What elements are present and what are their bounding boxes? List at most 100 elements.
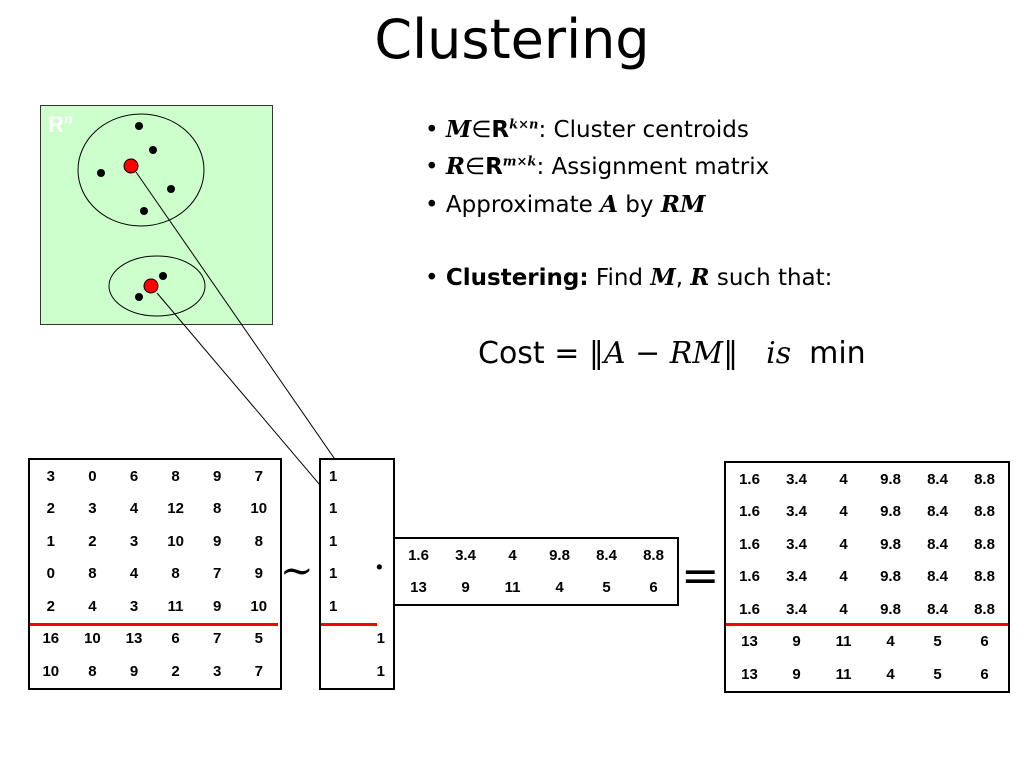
matrix-cell: 8.8 [643,546,664,564]
matrix-cell: 4 [886,633,895,651]
set-r: R [491,117,510,143]
separator-line-a [30,623,278,626]
matrix-cell: 2 [46,500,55,518]
matrix-cell: 9.8 [880,568,901,586]
matrix-cell: 9 [792,665,801,683]
separator-line-r [321,623,377,626]
matrix-cell: 4 [88,597,97,615]
matrix-cell: 1 [376,662,385,680]
slide-title: Clustering [374,8,650,71]
matrix-cell: 1 [329,565,338,583]
matrix-cell: 8.4 [927,470,948,488]
matrix-cell: 4 [839,568,848,586]
matrix-cell: 0 [46,565,55,583]
symbol-m: M [445,116,472,143]
matrix-cell: 1 [329,467,338,485]
matrix-cell: 1.6 [739,535,760,553]
matrix-cell: 13 [410,579,427,597]
matrix-cell: 9.8 [880,600,901,618]
matrix-cell: 12 [167,500,184,518]
matrix-cell: 13 [741,633,758,651]
approx-symbol: ~ [280,548,314,594]
matrix-cell: 2 [88,532,97,550]
bullet-approximate: • Approximate A by RM [425,191,706,218]
matrix-cell: 9.8 [880,503,901,521]
matrix-cell: 1.6 [739,503,760,521]
matrix-cell: 11 [167,597,184,615]
matrix-cell: 3.4 [786,535,807,553]
matrix-cell: 0 [88,467,97,485]
matrix-cell: 10 [84,630,101,648]
matrix-cell: 8.8 [974,503,995,521]
bullet-text: : Assignment matrix [536,154,770,180]
data-point [149,146,157,154]
matrix-cell: 8 [171,467,180,485]
space-label: Rn [48,112,73,138]
matrix-row: 1 [320,493,394,526]
matrix-cell: 8 [88,565,97,583]
centroid-1 [123,158,139,174]
matrix-cell: 6 [171,630,180,648]
formula-is: is [766,336,792,371]
formula-equals: = [544,336,589,371]
data-point [135,122,143,130]
matrix-cell: 9 [213,467,222,485]
matrix-cell: 8.4 [927,503,948,521]
matrix-cell: 9 [254,565,263,583]
matrix-cell: 8 [213,500,222,518]
matrix-cell: 3.4 [786,470,807,488]
matrix-cell: 8.4 [927,600,948,618]
matrix-cell: 3.4 [455,546,476,564]
matrix-cell: 1 [329,597,338,615]
matrix-cell: 8 [88,662,97,680]
matrix-cell: 4 [839,535,848,553]
matrix-cell: 3 [213,662,222,680]
matrix-cell: 7 [213,565,222,583]
matrix-cell: 13 [125,630,143,648]
matrix-cell: 6 [980,633,989,651]
matrix-cell: 10 [42,662,60,680]
matrix-cell: 11 [504,579,521,597]
matrix-row: 1 [320,623,394,656]
matrix-row: 1 [320,655,394,689]
dim-m-by-k: m×k [502,154,537,170]
matrix-cell: 4 [839,470,848,488]
symbol-m: M [650,264,676,291]
matrix-cell: 8.4 [927,535,948,553]
matrix-cell: 8 [171,565,180,583]
matrix-cell: 8.8 [974,568,995,586]
separator-line-result [726,623,1008,626]
matrix-cell: 2 [46,597,55,615]
matrix-cell: 9.8 [880,470,901,488]
matrix-cell: 1.6 [739,568,760,586]
bullet-text: by [617,192,661,218]
bullet-centroids: • M∈Rk×n: Cluster centroids [425,116,749,143]
matrix-cell: 4 [129,500,139,518]
space-label-exponent: n [63,112,74,128]
matrix-cell: 9 [792,633,801,651]
matrix-cell: 4 [839,600,848,618]
matrix-cell: 5 [933,633,942,651]
data-point [167,185,175,193]
matrix-cell: 4 [839,503,848,521]
clustering-label: Clustering: [445,265,589,291]
symbol-r: R [690,264,710,291]
matrix-cell: 10 [250,597,268,615]
bullet-text: Approximate [445,192,601,218]
matrix-cell: 10 [167,532,184,550]
matrix-cell: 1.6 [408,546,429,564]
matrix-cell: 4 [886,665,895,683]
